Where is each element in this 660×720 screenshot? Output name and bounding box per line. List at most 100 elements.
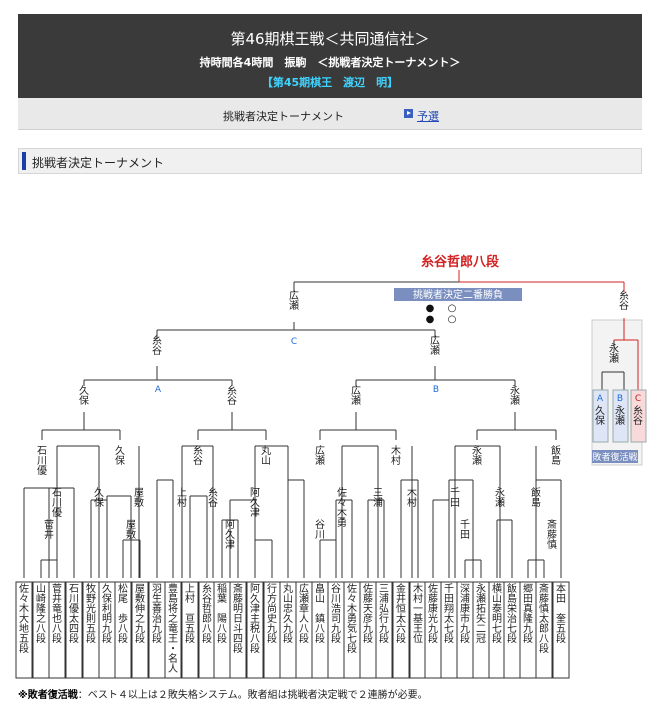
round2-winner: 勇 [337, 517, 347, 529]
block-label-c: C [291, 337, 297, 347]
loser-caption-band [592, 450, 638, 463]
win-mark: ○ [448, 314, 457, 325]
player-name: 方 [267, 592, 277, 605]
round2-winner: 永 [495, 486, 505, 499]
round2-winner: 久 [250, 497, 260, 509]
player-name: 飯 [507, 582, 517, 595]
round2-winner: 屋 [134, 487, 144, 499]
player-name: 段 [19, 642, 29, 655]
round2-winner: 村 [177, 496, 187, 509]
player-name: 七 [507, 623, 517, 635]
player-name: 津 [250, 603, 260, 615]
player-name: 佐 [363, 583, 373, 595]
player-name: 将 [168, 603, 178, 615]
round5-winner: 瀬 [430, 345, 440, 357]
player-name: 一 [413, 604, 423, 615]
player-name: 段 [492, 632, 502, 645]
page-header: 第46期棋王戦＜共同通信社＞ 持時間各4時間 振駒 ＜挑戦者決定トーナメント＞ … [18, 14, 642, 98]
round1-winner: 川 [315, 530, 325, 541]
player-name: 竜 [52, 602, 62, 615]
title-holder: 【第45期棋王 渡辺 明】 [261, 76, 399, 89]
player-name: 永 [476, 582, 486, 595]
qualifier-link[interactable]: 予選 [417, 110, 439, 123]
player-name: 横 [492, 582, 502, 595]
player-name: 村 [413, 592, 423, 605]
player-name: 天 [363, 604, 373, 615]
player-name: 彦 [363, 612, 373, 625]
round3-winner: 永 [472, 444, 482, 457]
player-name: 七 [347, 633, 357, 645]
bracket-lines [15, 270, 647, 679]
player-name: 村 [185, 592, 195, 605]
player-name: 牧 [86, 582, 96, 595]
player-name: 史 [267, 613, 277, 625]
final-player: 瀬 [289, 300, 299, 312]
loser-player-box [612, 389, 629, 443]
loser-player: 瀬 [615, 415, 625, 427]
player-name: 島 [168, 592, 178, 605]
player-name: 郷 [523, 583, 533, 595]
player-name: 段 [233, 642, 243, 655]
player-name: 八 [217, 624, 227, 635]
player-box [114, 581, 132, 679]
round2-winner: 飯 [531, 486, 541, 499]
player-name: 忠 [283, 603, 293, 615]
player-name: 山 [315, 593, 325, 605]
player-name: 藤 [539, 593, 549, 605]
final-player: 谷 [619, 300, 629, 312]
round1-winner: 津 [225, 539, 235, 551]
player-name: 段 [523, 632, 533, 645]
player-name: 金 [396, 582, 406, 595]
round1-winner: 谷 [315, 519, 325, 531]
player-name: 税 [250, 622, 260, 635]
player-name: 康 [428, 602, 438, 615]
player-name: 浦 [379, 592, 389, 605]
player-name: 谷 [202, 593, 212, 605]
player-name: 隆 [36, 602, 46, 615]
player-name: 佐 [19, 583, 29, 595]
player-box [48, 581, 66, 679]
round2-winner: 敷 [134, 496, 144, 509]
round2-winner: 田 [450, 498, 460, 509]
player-name: 久 [250, 593, 260, 605]
round3-winner: 優 [37, 464, 47, 477]
arrow-right-icon [404, 109, 413, 118]
challenger-winner: 糸谷哲郎八段 [421, 254, 499, 270]
round1-winner: 斎 [547, 518, 557, 531]
player-name: 段 [444, 632, 454, 645]
final-player: 広 [289, 289, 299, 302]
player-name: 丸 [283, 582, 293, 595]
player-name: 三 [379, 584, 389, 595]
player-name: 亘 [185, 614, 195, 625]
player-name: 光 [86, 602, 96, 615]
round2-winner: 村 [407, 496, 417, 509]
round3-winner: 木 [391, 445, 401, 457]
player-name: 葉 [217, 592, 227, 605]
footnote-text: ：ベスト４以上は２敗失格システム。敗者組は挑戦者決定戦で２連勝が必要。 [77, 690, 428, 701]
round3-winner: 島 [551, 454, 561, 467]
player-name: 八 [36, 624, 46, 635]
player-name: 段 [152, 632, 162, 645]
player-name: 広 [299, 582, 309, 595]
section-title: 挑戦者決定トーナメント [32, 156, 165, 170]
player-name: 段 [52, 632, 62, 645]
player-name: 木 [347, 603, 357, 615]
player-name: 段 [202, 632, 212, 645]
round4-winner: 瀬 [510, 395, 520, 407]
player-name: 五 [556, 624, 566, 635]
player-name: 哲 [202, 603, 212, 615]
round3-winner: 谷 [193, 455, 203, 467]
player-name: 木 [413, 583, 423, 595]
round2-winner: 上 [177, 487, 187, 499]
round2-winner: 浦 [373, 496, 383, 509]
player-name: 川 [331, 594, 341, 605]
player-name: 九 [460, 623, 470, 635]
player-name: 四 [69, 624, 79, 635]
player-name: 崎 [36, 592, 46, 605]
final-player: 糸 [619, 290, 629, 302]
player-name: 段 [428, 632, 438, 645]
player-name: 井 [52, 592, 62, 605]
player-name: 段 [507, 632, 517, 645]
player-name: 則 [86, 613, 96, 625]
player-box [375, 581, 393, 679]
